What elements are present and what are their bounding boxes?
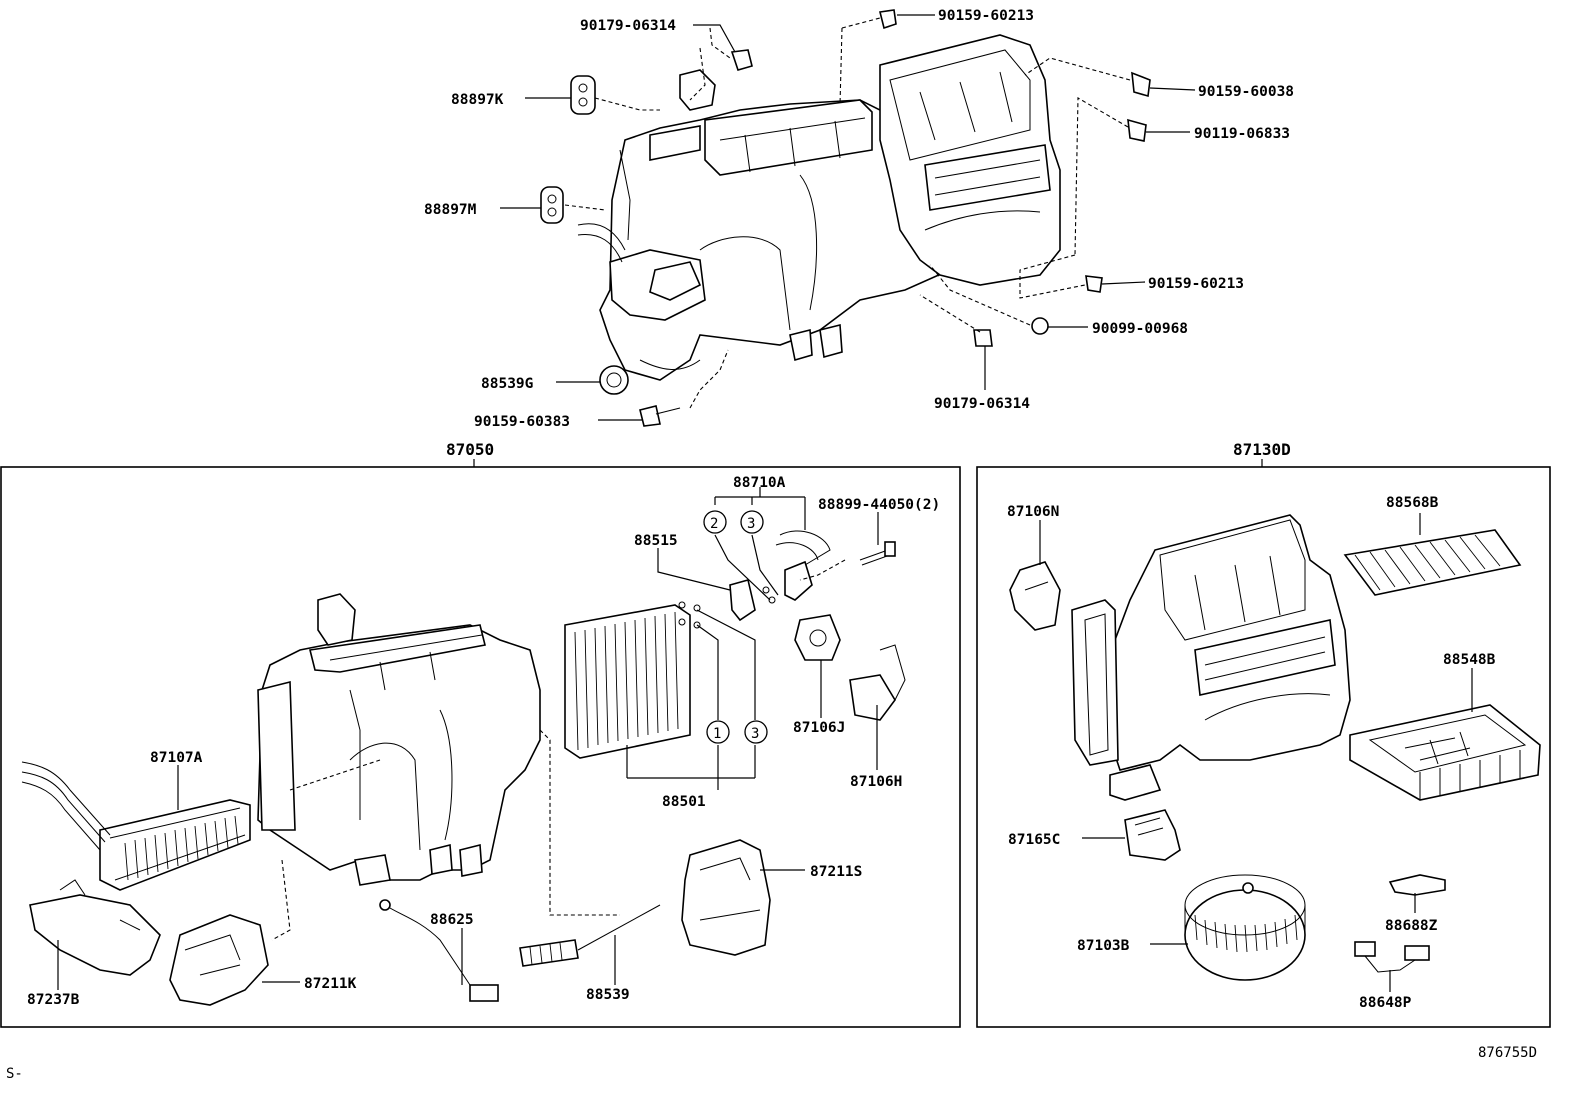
- label-87211k: 87211K: [304, 976, 357, 992]
- label-87103b: 87103B: [1077, 938, 1130, 954]
- circle-label-2: 2: [710, 516, 718, 532]
- label-87107a: 87107A: [150, 750, 203, 766]
- label-90159-60038: 90159-60038: [1198, 84, 1294, 100]
- label-90159-60213-top: 90159-60213: [938, 8, 1034, 24]
- right-box-parts: [1009, 513, 1541, 992]
- label-87165c: 87165C: [1008, 832, 1060, 848]
- label-90099-00968: 90099-00968: [1092, 321, 1188, 337]
- label-87237b: 87237B: [27, 992, 80, 1008]
- circle-label-3-top: 3: [747, 516, 755, 532]
- label-88515: 88515: [634, 533, 678, 549]
- circle-marker-3-bottom: [744, 720, 768, 744]
- left-box-header: 87050: [446, 440, 494, 459]
- label-88899-44050: 88899-44050(2): [818, 497, 940, 513]
- label-88625: 88625: [430, 912, 474, 928]
- left-box-parts: [21, 487, 906, 1006]
- label-87106h: 87106H: [850, 774, 902, 790]
- label-90159-60213-mid: 90159-60213: [1148, 276, 1244, 292]
- label-88501: 88501: [662, 794, 706, 810]
- right-box-frame: [976, 466, 1551, 1028]
- label-87211s: 87211S: [810, 864, 862, 880]
- label-90179-06314-top: 90179-06314: [580, 18, 676, 34]
- label-88897k: 88897K: [451, 92, 504, 108]
- label-88688z: 88688Z: [1385, 918, 1438, 934]
- top-hvac-assembly: [500, 9, 1196, 427]
- circle-label-3-bottom: 3: [751, 726, 759, 742]
- label-88710a: 88710A: [733, 475, 786, 491]
- label-88897m: 88897M: [424, 202, 477, 218]
- footer-mark: S-: [6, 1066, 23, 1082]
- left-box-frame: [0, 466, 961, 1028]
- label-90179-06314-bottom: 90179-06314: [934, 396, 1030, 412]
- label-90159-60383: 90159-60383: [474, 414, 570, 430]
- footer-diagram-code: 876755D: [1478, 1045, 1537, 1061]
- label-88568b: 88568B: [1386, 495, 1439, 511]
- label-88648p: 88648P: [1359, 995, 1412, 1011]
- label-87106n: 87106N: [1007, 504, 1059, 520]
- circle-label-1: 1: [713, 726, 721, 742]
- circle-marker-3-top: [740, 510, 764, 534]
- label-90119-06833: 90119-06833: [1194, 126, 1290, 142]
- label-88539: 88539: [586, 987, 630, 1003]
- label-88539g: 88539G: [481, 376, 533, 392]
- label-87106j: 87106J: [793, 720, 845, 736]
- label-88548b: 88548B: [1443, 652, 1496, 668]
- circle-marker-1: [706, 720, 730, 744]
- right-box-header: 87130D: [1233, 440, 1291, 459]
- circle-marker-2: [703, 510, 727, 534]
